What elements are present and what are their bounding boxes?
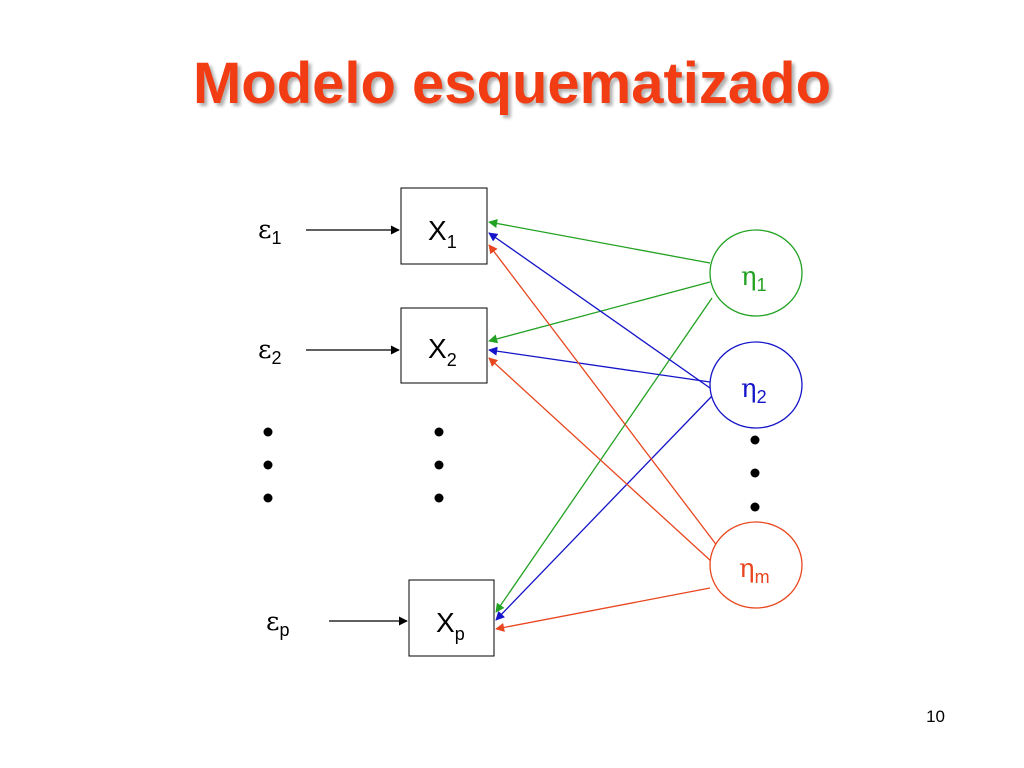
latent-circle-eta1 xyxy=(709,229,803,317)
observed-label-1: X1 xyxy=(428,215,457,252)
error-label-p: εp xyxy=(266,607,290,640)
ellipsis-dots-latent xyxy=(750,435,760,512)
ellipsis-dots-errors xyxy=(263,427,273,503)
latent-circle-etam xyxy=(709,521,803,609)
latent-circle-eta2 xyxy=(709,341,803,429)
observed-label-2: X2 xyxy=(428,333,457,370)
loading-arrow-eta1-x2 xyxy=(488,281,711,344)
loading-arrow-eta1-x1 xyxy=(488,219,711,264)
loading-arrow-etam-xp xyxy=(495,587,711,632)
ellipsis-dots-observed xyxy=(434,427,444,503)
page-number: 10 xyxy=(926,707,945,726)
observed-box-1 xyxy=(400,187,488,265)
latent-label-etam: ηm xyxy=(739,554,770,587)
loading-arrow-eta2-xp xyxy=(495,395,713,621)
slide-title: Modelo esquematizado xyxy=(192,51,832,116)
loading-arrow-etam-x1 xyxy=(488,244,719,548)
error-label-1: ε1 xyxy=(258,215,282,248)
observed-box-p xyxy=(408,579,495,657)
observed-label-p: Xp xyxy=(436,607,465,644)
latent-label-eta1: η1 xyxy=(741,262,767,295)
loading-arrow-etam-x2 xyxy=(488,357,713,563)
observed-box-2 xyxy=(400,307,488,384)
loading-arrow-eta1-xp xyxy=(495,297,713,613)
loading-arrow-eta2-x2 xyxy=(488,346,711,383)
error-label-2: ε2 xyxy=(258,335,282,368)
latent-label-eta2: η2 xyxy=(741,374,767,407)
loading-arrow-eta2-x1 xyxy=(488,232,711,389)
